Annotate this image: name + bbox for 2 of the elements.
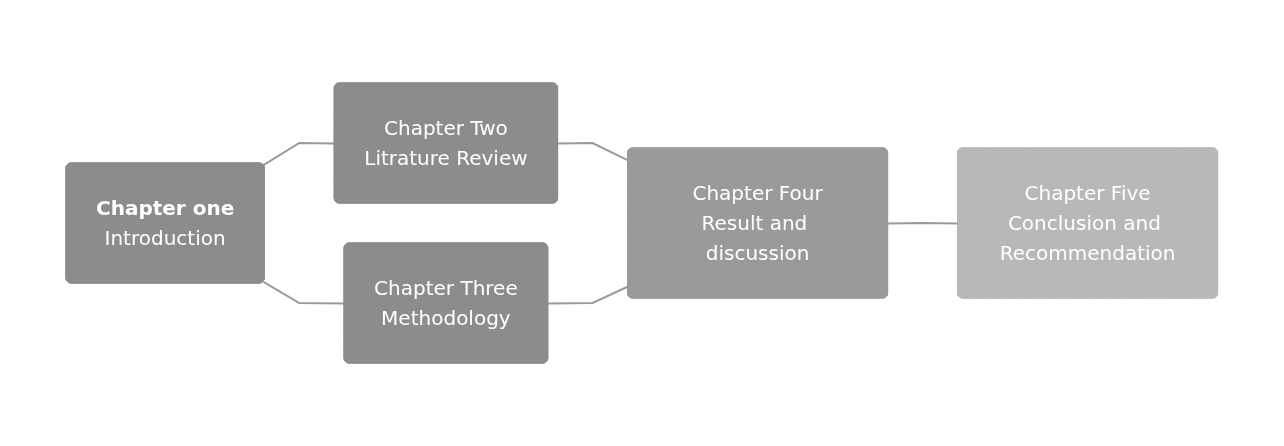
connector	[262, 280, 346, 305]
connector	[262, 142, 336, 167]
